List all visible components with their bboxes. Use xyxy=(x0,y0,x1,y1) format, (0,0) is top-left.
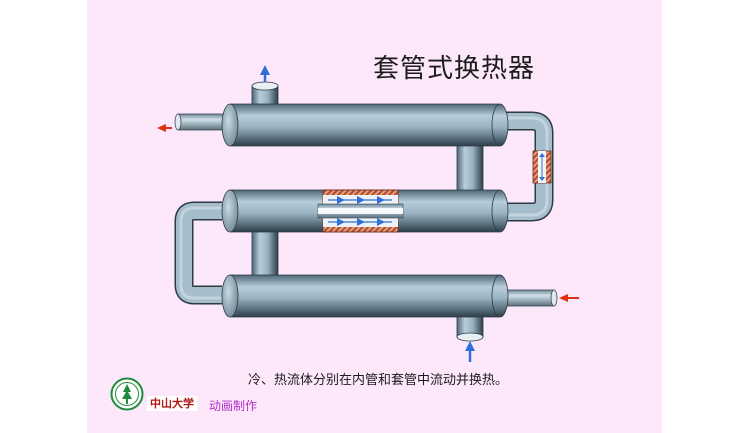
inlet-left-arrow-icon xyxy=(559,294,579,302)
inlet-up-arrow-icon xyxy=(465,341,475,362)
university-name: 中山大学 xyxy=(147,396,197,411)
shell-tube-bottom xyxy=(221,274,509,318)
annulus-flow-arrows xyxy=(328,196,392,226)
middle-shell-cutaway xyxy=(317,189,404,233)
shell-connector-lower xyxy=(251,228,279,280)
diagram-caption: 冷、热流体分别在内管和套管中流动并换热。 xyxy=(248,373,509,388)
shell-connector-upper xyxy=(456,144,484,196)
shell-tube-top xyxy=(221,103,509,147)
diagram-title: 套管式换热器 xyxy=(373,54,536,84)
university-logo-icon xyxy=(110,377,144,411)
hot-fluid-outlet-pipe xyxy=(177,113,225,131)
outlet-left-arrow-icon xyxy=(157,124,172,132)
outlet-up-arrow-icon xyxy=(260,65,270,82)
production-credit: 动画制作 xyxy=(209,399,258,413)
